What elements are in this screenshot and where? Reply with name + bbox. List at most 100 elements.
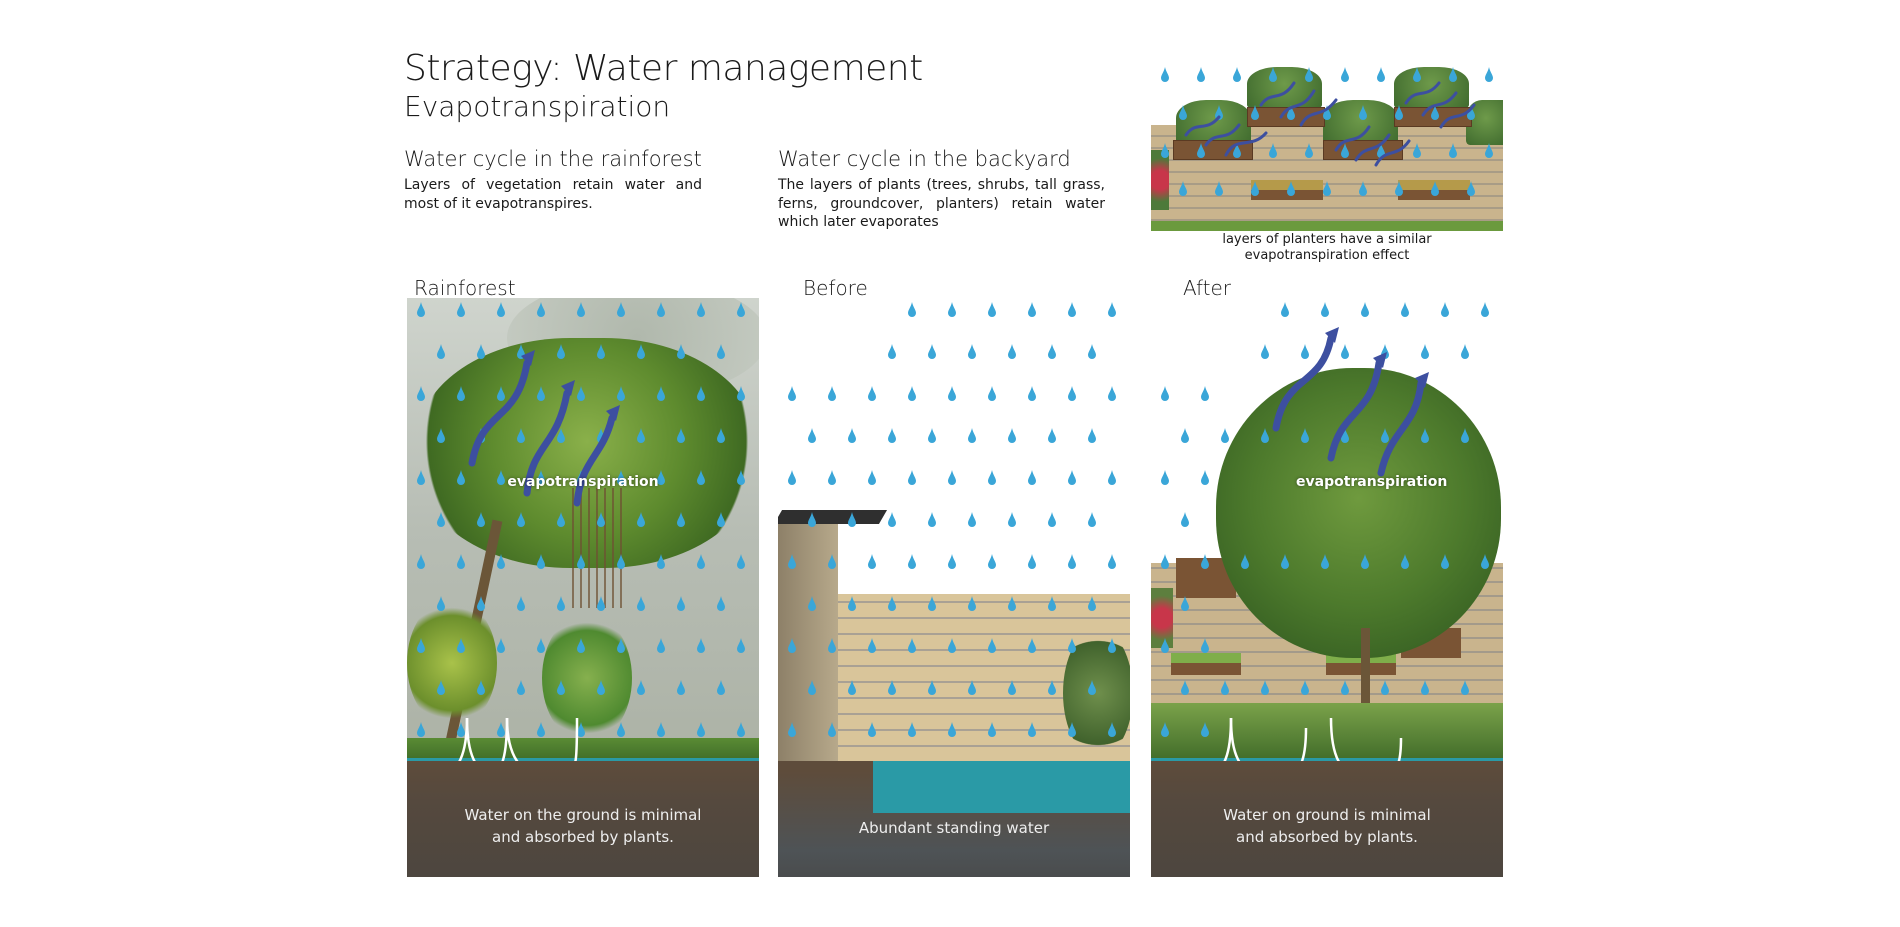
raindrop bbox=[948, 302, 956, 317]
raindrop bbox=[637, 512, 645, 527]
raindrop bbox=[1377, 143, 1385, 158]
raindrop bbox=[597, 344, 605, 359]
raindrop bbox=[948, 638, 956, 653]
raindrop bbox=[717, 344, 725, 359]
raindrop bbox=[697, 386, 705, 401]
raindrop bbox=[1449, 67, 1457, 82]
raindrop bbox=[1233, 67, 1241, 82]
rainforest-panel: evapotranspiration Water on the ground i… bbox=[407, 298, 759, 877]
after-label: After bbox=[1183, 276, 1232, 300]
raindrop bbox=[637, 344, 645, 359]
raindrop bbox=[1068, 722, 1076, 737]
raindrop bbox=[1261, 680, 1269, 695]
raindrop bbox=[477, 596, 485, 611]
raindrop bbox=[537, 722, 545, 737]
raindrop bbox=[717, 428, 725, 443]
raindrops-before bbox=[788, 302, 1116, 737]
raindrop bbox=[657, 302, 665, 317]
raindrop bbox=[437, 428, 445, 443]
raindrop bbox=[1441, 554, 1449, 569]
raindrop bbox=[868, 638, 876, 653]
raindrop bbox=[1108, 302, 1116, 317]
raindrop bbox=[828, 722, 836, 737]
raindrop bbox=[1179, 181, 1187, 196]
raindrop bbox=[537, 554, 545, 569]
raindrop bbox=[577, 722, 585, 737]
raindrop bbox=[1481, 554, 1489, 569]
raindrop bbox=[1359, 105, 1367, 120]
raindrop bbox=[417, 470, 425, 485]
raindrop bbox=[1461, 428, 1469, 443]
raindrop bbox=[1068, 638, 1076, 653]
raindrop bbox=[1068, 470, 1076, 485]
raindrop bbox=[1201, 470, 1209, 485]
raindrop bbox=[968, 428, 976, 443]
raindrop bbox=[868, 554, 876, 569]
raindrop bbox=[457, 470, 465, 485]
raindrop bbox=[1161, 638, 1169, 653]
raindrop bbox=[1068, 302, 1076, 317]
raindrop bbox=[637, 596, 645, 611]
raindrop bbox=[1281, 302, 1289, 317]
raindrop bbox=[597, 680, 605, 695]
backyard-description: The layers of plants (trees, shrubs, tal… bbox=[778, 177, 1105, 230]
raindrop bbox=[417, 302, 425, 317]
raindrop bbox=[1413, 143, 1421, 158]
raindrop bbox=[788, 470, 796, 485]
raindrop bbox=[1359, 181, 1367, 196]
raindrop bbox=[788, 638, 796, 653]
raindrop bbox=[737, 386, 745, 401]
raindrop bbox=[828, 638, 836, 653]
raindrop bbox=[597, 512, 605, 527]
raindrop bbox=[788, 554, 796, 569]
raindrop bbox=[928, 512, 936, 527]
raindrop bbox=[577, 638, 585, 653]
raindrop bbox=[948, 386, 956, 401]
raindrop bbox=[557, 344, 565, 359]
raindrop bbox=[848, 512, 856, 527]
inset-caption: layers of planters have a similar evapot… bbox=[1151, 232, 1503, 264]
raindrop bbox=[888, 428, 896, 443]
raindrop bbox=[1485, 67, 1493, 82]
raindrop bbox=[537, 638, 545, 653]
raindrop bbox=[597, 596, 605, 611]
raindrop bbox=[1008, 596, 1016, 611]
raindrop bbox=[1461, 680, 1469, 695]
raindrop bbox=[1221, 680, 1229, 695]
raindrop bbox=[477, 680, 485, 695]
raindrop bbox=[948, 554, 956, 569]
raindrop bbox=[968, 344, 976, 359]
raindrop bbox=[1287, 105, 1295, 120]
raindrop bbox=[1008, 680, 1016, 695]
raindrop bbox=[1161, 470, 1169, 485]
raindrop bbox=[657, 386, 665, 401]
raindrop bbox=[1341, 67, 1349, 82]
before-panel: Abundant standing water bbox=[778, 298, 1130, 877]
raindrop bbox=[437, 596, 445, 611]
raindrop bbox=[1048, 596, 1056, 611]
raindrop bbox=[1251, 105, 1259, 120]
raindrop bbox=[928, 596, 936, 611]
raindrop bbox=[1381, 428, 1389, 443]
raindrop bbox=[497, 386, 505, 401]
page-title: Strategy: Water management bbox=[404, 48, 923, 89]
raindrop bbox=[1201, 554, 1209, 569]
raindrop bbox=[988, 638, 996, 653]
raindrop bbox=[1395, 181, 1403, 196]
raindrop bbox=[968, 596, 976, 611]
raindrop bbox=[417, 638, 425, 653]
raindrop bbox=[1088, 428, 1096, 443]
raindrop bbox=[1323, 105, 1331, 120]
raindrop bbox=[888, 512, 896, 527]
raindrop bbox=[457, 386, 465, 401]
raindrop bbox=[1251, 181, 1259, 196]
raindrop bbox=[1305, 143, 1313, 158]
raindrop bbox=[1161, 722, 1169, 737]
raindrop bbox=[517, 596, 525, 611]
raindrop bbox=[988, 722, 996, 737]
raindrop bbox=[497, 554, 505, 569]
raindrop bbox=[888, 596, 896, 611]
raindrop bbox=[968, 512, 976, 527]
raindrop bbox=[497, 638, 505, 653]
raindrop bbox=[1341, 428, 1349, 443]
